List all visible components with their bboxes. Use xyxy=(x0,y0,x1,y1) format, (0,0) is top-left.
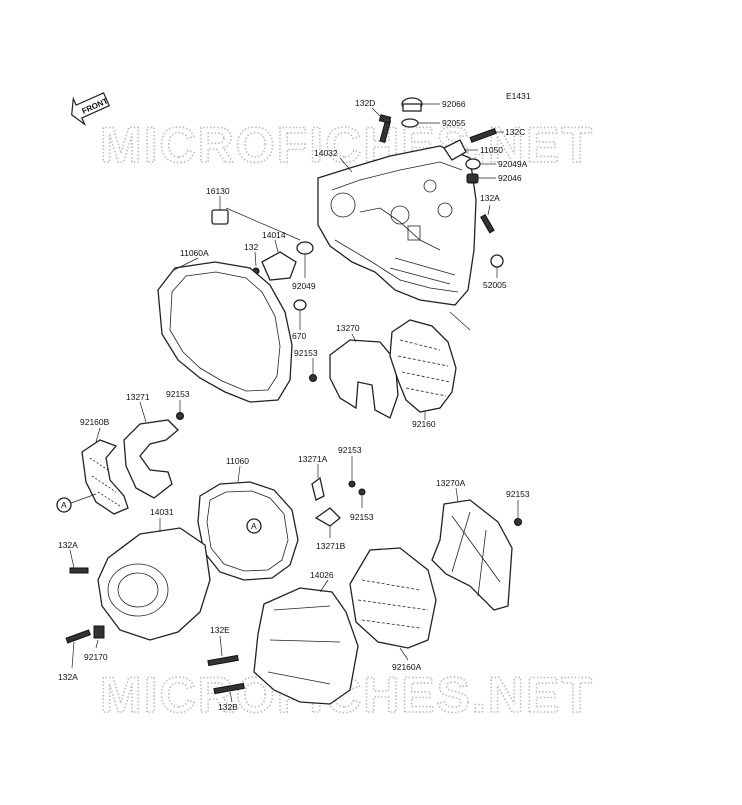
callout-a-left xyxy=(56,497,72,513)
part-labels: 132D 92066 92055 132C 11050 92049A 92046… xyxy=(58,98,530,712)
label-132: 132 xyxy=(244,242,258,252)
label-132D: 132D xyxy=(355,98,375,108)
label-92160B: 92160B xyxy=(80,417,110,427)
label-11060: 11060 xyxy=(226,456,249,466)
clamp-13271B xyxy=(314,507,341,527)
label-52005: 52005 xyxy=(483,280,507,290)
label-92153-d: 92153 xyxy=(350,512,374,522)
callout-a-right-label: A xyxy=(251,521,257,531)
bracket-13270A xyxy=(431,499,513,611)
label-92153-e: 92153 xyxy=(506,489,530,499)
label-92066: 92066 xyxy=(442,99,466,109)
label-92153-a: 92153 xyxy=(294,348,318,358)
bolt-92153-e xyxy=(514,518,522,526)
o-ring-92055 xyxy=(401,118,419,128)
label-13271: 13271 xyxy=(126,392,150,402)
label-92153-b: 92153 xyxy=(166,389,190,399)
gasket-11060A xyxy=(157,261,293,403)
label-13271B: 13271B xyxy=(316,541,346,551)
o-ring-670 xyxy=(293,299,307,311)
plug-92046 xyxy=(466,173,479,184)
bracket-11050 xyxy=(443,139,467,161)
callout-a-left-label: A xyxy=(61,500,67,510)
label-14032: 14032 xyxy=(314,148,338,158)
label-11060A: 11060A xyxy=(180,248,209,258)
fitting-16130 xyxy=(211,209,229,225)
label-92160A: 92160A xyxy=(392,662,422,672)
label-92046: 92046 xyxy=(498,173,522,183)
label-13271A: 13271A xyxy=(298,454,328,464)
bolt-132D xyxy=(378,114,392,143)
label-13270: 13270 xyxy=(336,323,360,333)
insulator-92160A xyxy=(349,547,437,649)
label-132A-left: 132A xyxy=(58,540,78,550)
shield-13270 xyxy=(329,339,399,419)
label-14026: 14026 xyxy=(310,570,334,580)
watermark-top: MICROFICHES.NET xyxy=(100,117,594,173)
bearing-92049 xyxy=(296,241,314,255)
clamp-92170 xyxy=(93,625,105,639)
label-92049: 92049 xyxy=(292,281,316,291)
label-92049A: 92049A xyxy=(498,159,528,169)
shield-13271 xyxy=(123,419,179,499)
label-92153-c: 92153 xyxy=(338,445,362,455)
clutch-cover-14031 xyxy=(97,527,211,641)
leader-lines xyxy=(69,103,519,703)
label-14031: 14031 xyxy=(150,507,174,517)
label-92055: 92055 xyxy=(442,118,466,128)
label-132B: 132B xyxy=(218,702,238,712)
callout-a-right xyxy=(246,518,262,534)
bolt-132B xyxy=(213,682,245,695)
label-13270A: 13270A xyxy=(436,478,466,488)
cap-92066 xyxy=(401,97,423,112)
bolt-132A-left xyxy=(69,567,89,574)
label-132E: 132E xyxy=(210,625,230,635)
clutch-cover-14032 xyxy=(317,145,477,306)
seal-52005 xyxy=(490,254,504,268)
clamp-13271A xyxy=(311,476,325,501)
bolt-132A-top xyxy=(480,214,495,234)
label-92170: 92170 xyxy=(84,652,108,662)
bolt-92153-c xyxy=(348,480,356,488)
cover-14026 xyxy=(253,587,359,705)
bolt-132A-bottom xyxy=(65,629,91,644)
ring-92049A xyxy=(465,158,481,170)
bolt-92153-a xyxy=(309,374,317,382)
label-92160: 92160 xyxy=(412,419,436,429)
diagram-code: E1431 xyxy=(506,91,531,101)
insulator-92160 xyxy=(389,319,457,413)
bolt-92153-d xyxy=(358,488,366,496)
bolt-132C xyxy=(469,128,497,143)
label-16130: 16130 xyxy=(206,186,230,196)
label-132A-top: 132A xyxy=(480,193,500,203)
gasket-11060 xyxy=(197,481,299,581)
label-14014: 14014 xyxy=(262,230,286,240)
label-11050: 11050 xyxy=(480,145,503,155)
label-670: 670 xyxy=(292,331,306,341)
plate-14014 xyxy=(261,251,297,281)
label-132C: 132C xyxy=(505,127,525,137)
label-132A-bottom: 132A xyxy=(58,672,78,682)
insulator-92160B xyxy=(81,439,129,515)
bolt-132E xyxy=(207,654,239,667)
bolt-92153-b xyxy=(176,412,184,420)
